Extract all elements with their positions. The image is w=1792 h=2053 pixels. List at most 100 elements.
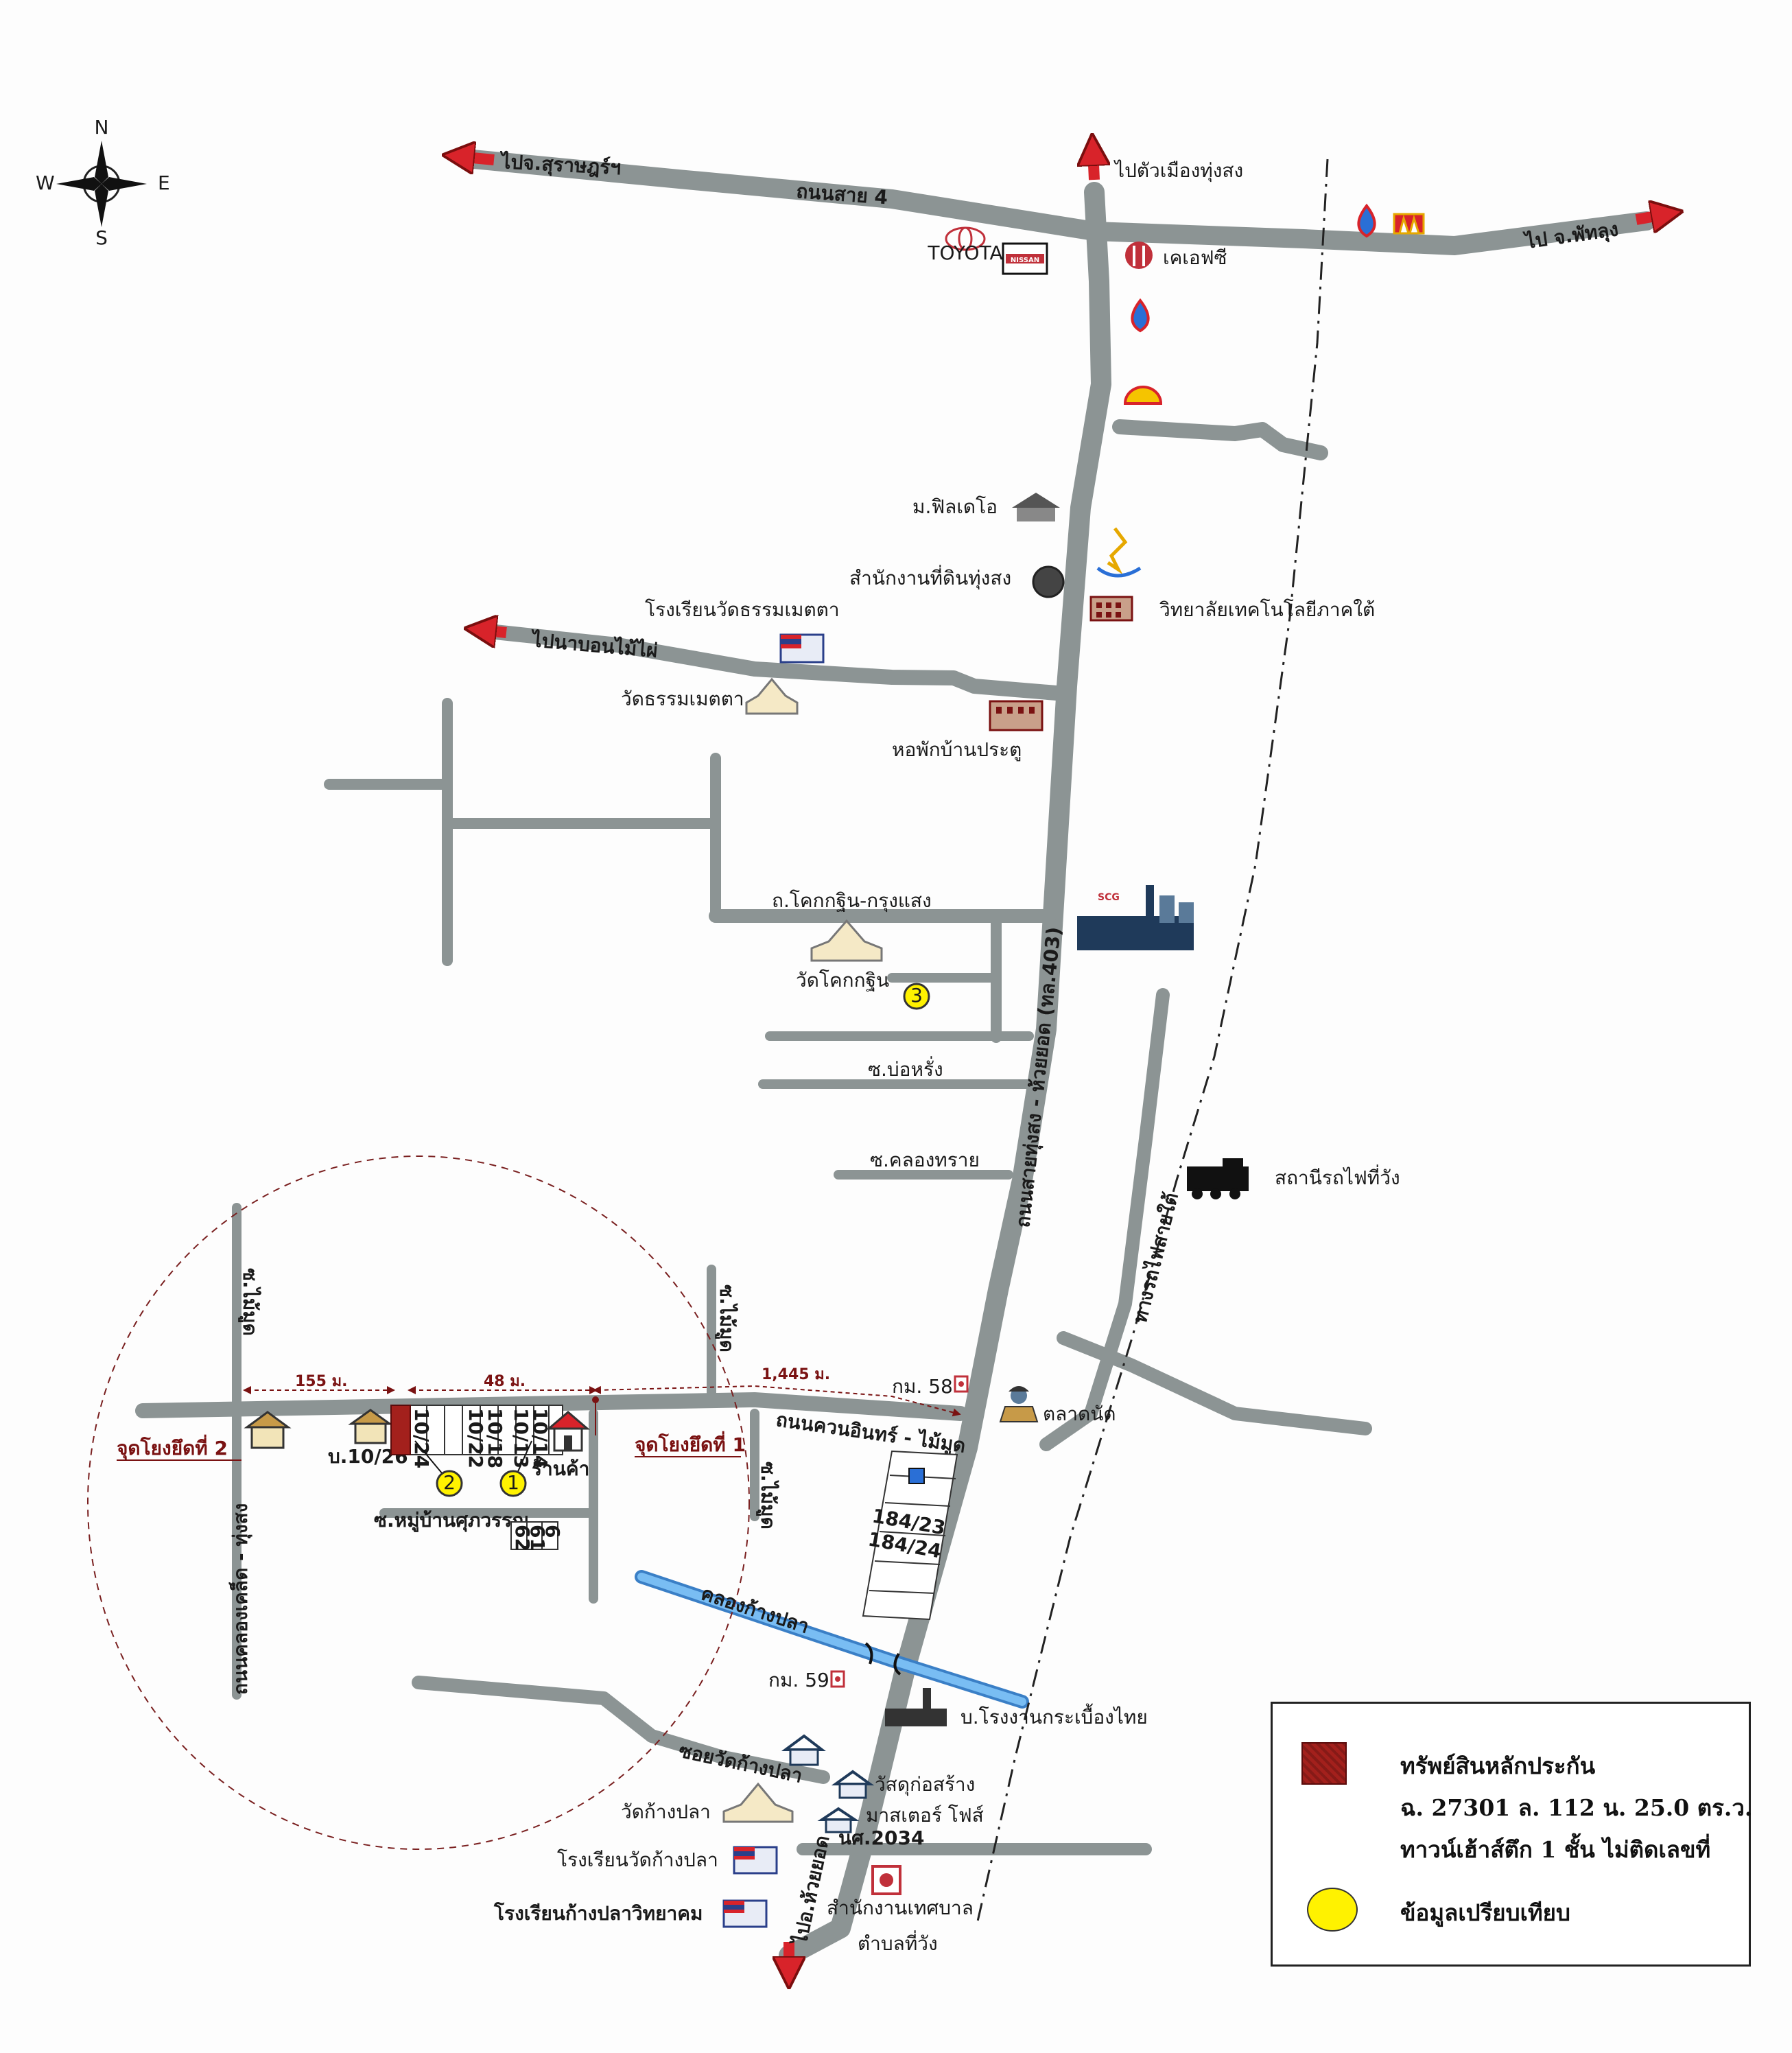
- legend-building: ทาวน์เฮ้าส์ตึก 1 ชั้น ไม่ติดเลขที่: [1400, 1836, 1711, 1863]
- label-market: ตลาดนัด: [1043, 1403, 1116, 1425]
- label-school-kangpla-2: โรงเรียนก้างปลาวิทยาคม: [493, 1901, 703, 1925]
- dist-155: 155 ม.: [295, 1373, 347, 1390]
- plots-row: 10/24 10/22 10/18 10/13 10/14: [390, 1405, 563, 1468]
- label-soi-baan: ซ.หมู่บ้านศุภวรรณ: [374, 1509, 530, 1532]
- label-maimood-1: ซ.ไม้มูด: [238, 1268, 261, 1336]
- canal-inner: [637, 1573, 1026, 1706]
- dormitory-icon: [989, 700, 1044, 731]
- compass-n: N: [95, 116, 109, 139]
- municipal-office-icon: [871, 1865, 901, 1895]
- label-bo-rang: ซ.บ่อหรั่ง: [868, 1056, 943, 1081]
- legend-title: ทรัพย์สินหลักประกัน: [1400, 1752, 1596, 1779]
- label-train-station: สถานีรถไฟที่วัง: [1275, 1164, 1400, 1189]
- label-land-office: สำนักงานที่ดินทุ่งสง: [849, 565, 1011, 590]
- label-shop: ร้านค้า: [532, 1457, 589, 1480]
- label-main-road: ถนนสายทุ่งสง - ห้วยยอด (ทล.403): [1011, 926, 1066, 1229]
- compass-w: W: [36, 172, 55, 194]
- compass-rose-icon: N S E W: [36, 116, 170, 249]
- label-tile-factory: บ.โรงงานกระเบื้องไทย: [960, 1703, 1148, 1728]
- nissan-label: NISSAN: [1011, 257, 1039, 264]
- ptt-station-icon: [1357, 203, 1376, 238]
- label-canal: คลองก้างปลา: [698, 1582, 812, 1638]
- comparable-2-label: 2: [443, 1471, 456, 1494]
- arrow-nabon-icon: [480, 630, 507, 633]
- mcdonalds-icon: [1393, 213, 1425, 235]
- kfc-fork-icon: [1125, 242, 1153, 269]
- plot-61: 61: [526, 1525, 549, 1551]
- label-maimood-2: ซ.ไม้มูด: [715, 1284, 738, 1352]
- study-area-circle: [87, 1155, 750, 1850]
- wat-kangpla-icon: [722, 1782, 794, 1823]
- label-building-store: วัสดุก่อสร้าง: [875, 1773, 975, 1796]
- comparable-1-label: 1: [507, 1471, 519, 1494]
- label-philatelic: ม.ฟิลเดโอ: [912, 495, 998, 518]
- compass-e: E: [158, 172, 170, 194]
- tile-factory-icon: [885, 1688, 947, 1726]
- legend-collateral-swatch: [1301, 1742, 1347, 1785]
- label-to-thungsong: ไปตัวเมืองทุ่งสง: [1113, 159, 1243, 183]
- label-tech-college: วิทยาลัยเทคโนโลยีภาคใต้: [1159, 598, 1375, 621]
- scg-logo: SCG: [1098, 892, 1120, 903]
- plot-6: 6: [541, 1525, 564, 1538]
- college-building-icon: [1089, 596, 1133, 622]
- plot-10-24: 10/24: [410, 1408, 433, 1468]
- label-soi-left: ถนนคลองเคล็ด - ทุ่งสง: [228, 1503, 252, 1695]
- plot-10-22: 10/22: [464, 1408, 487, 1468]
- legend-comparable-swatch: [1307, 1888, 1358, 1932]
- road-asia4: [464, 150, 1656, 255]
- house-10-26-icon: [348, 1409, 393, 1444]
- road-east-market: [1057, 1331, 1372, 1435]
- train-icon: [1187, 1158, 1249, 1199]
- compass-s: S: [95, 226, 108, 249]
- label-to-nabon: ไปนาบอนไม้ไผ่: [529, 629, 659, 662]
- comparable-marker-3[interactable]: 3: [903, 983, 930, 1010]
- arrow-north-icon: [1093, 150, 1094, 180]
- plot-10-14: 10/14: [529, 1408, 552, 1468]
- label-temple-1: วัดธรรมเมตตา: [621, 688, 744, 710]
- label-asia4: ถนนสาย 4: [796, 180, 889, 209]
- toyota-logo-icon: TOYOTA: [927, 226, 1003, 264]
- label-kokkrajin-rd: ถ.โคกกฐิน-กรุงแสง: [772, 889, 932, 913]
- plot-10-18: 10/18: [484, 1408, 506, 1468]
- collateral-plot: [390, 1405, 411, 1455]
- label-km58: กม. 58: [892, 1375, 953, 1398]
- temple-icon: [745, 677, 799, 715]
- label-municipal-2: ตำบลที่วัง: [858, 1930, 938, 1955]
- school-flag-icon: [779, 633, 825, 664]
- wat-kokkrajin-icon: [810, 919, 883, 962]
- arrow-west-icon: [458, 156, 495, 160]
- dist-48: 48 ม.: [484, 1373, 526, 1390]
- railway-line: [976, 159, 1329, 1922]
- plot-62: 62: [511, 1525, 534, 1551]
- road-network: [135, 150, 1656, 1966]
- comparable-marker-1[interactable]: 1: [499, 1470, 527, 1497]
- label-klong-sai: ซ.คลองทราย: [870, 1149, 980, 1171]
- legend-deed: ฉ. 27301 ล. 112 น. 25.0 ตร.ว.: [1400, 1794, 1753, 1821]
- comparable-marker-2[interactable]: 2: [436, 1470, 463, 1497]
- comparable-3-label: 3: [910, 984, 923, 1007]
- label-nsh: นศ.2034: [838, 1827, 924, 1849]
- label-maimood-3: ซ.ไม้มูด: [756, 1462, 779, 1529]
- km59-marker-icon: [830, 1670, 845, 1688]
- emblem-icon: [1096, 527, 1142, 578]
- water-tank-icon: [908, 1468, 925, 1484]
- school-kangpla-icon: [733, 1846, 778, 1875]
- label-km59: กม. 59: [768, 1669, 829, 1691]
- shop-house-icon: [545, 1411, 591, 1452]
- nissan-logo-icon: NISSAN: [1002, 242, 1048, 275]
- land-office-seal-icon: [1032, 565, 1065, 598]
- label-kfc: เคเอฟซี: [1163, 246, 1227, 269]
- km58-marker-icon: [954, 1375, 969, 1393]
- label-to-surat: ไปจ.สุราษฎร์ฯ: [499, 150, 622, 180]
- direction-arrows: [458, 150, 1667, 1973]
- house-icon-soi-wat: [781, 1734, 826, 1766]
- plot-10-13: 10/13: [510, 1408, 532, 1468]
- plots-lower: 62 61 6: [510, 1521, 564, 1551]
- university-building-icon: [1012, 493, 1060, 521]
- road-nabon: [481, 624, 1064, 701]
- label-ref2: จุดโยงยึดที่ 2: [117, 1434, 228, 1460]
- label-wat-kokkrajin: วัดโคกกฐิน: [796, 969, 889, 992]
- label-building-store-2: มาสเตอร์ โฟส์: [866, 1804, 984, 1827]
